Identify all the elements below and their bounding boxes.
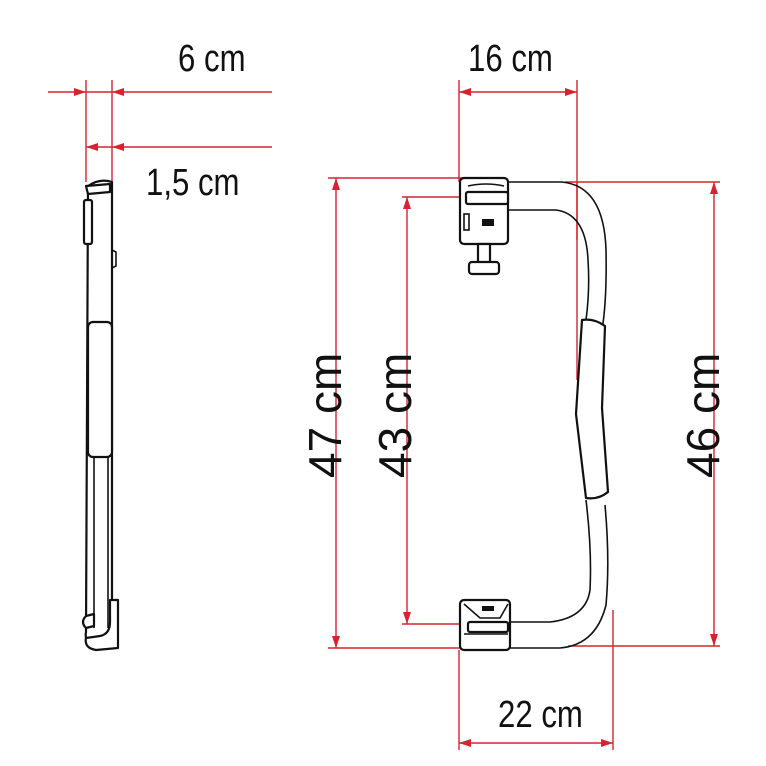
side-profile-view: [48, 80, 272, 652]
bar-height-46cm-label: 46 cm: [677, 352, 729, 478]
bottom-offset-22cm-label: 22 cm: [498, 694, 583, 736]
top-offset-16cm-label: 16 cm: [468, 38, 553, 80]
depth-6cm-label: 6 cm: [178, 38, 246, 80]
front-view: [328, 80, 720, 750]
overall-height-47cm-label: 47 cm: [299, 352, 351, 478]
thickness-1-5cm-label: 1,5 cm: [146, 162, 240, 204]
mount-spacing-43cm-label: 43 cm: [369, 352, 421, 478]
